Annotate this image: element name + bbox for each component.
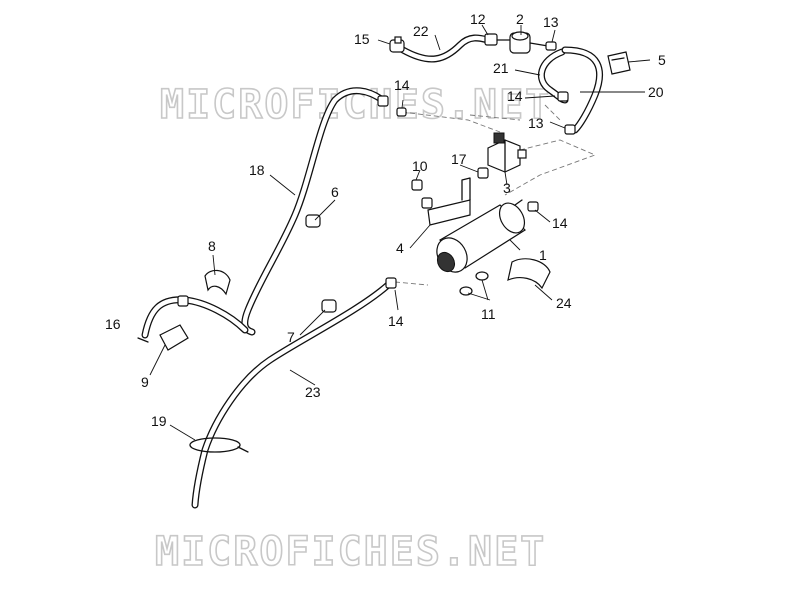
fitting-12	[484, 33, 498, 46]
callout-21: 21	[493, 60, 509, 76]
canister-1	[436, 199, 526, 273]
callout-1: 1	[539, 247, 547, 263]
part-16	[137, 337, 149, 343]
hose-9	[141, 295, 249, 351]
clamp-5	[607, 51, 631, 75]
routing-dash-lines	[394, 104, 597, 286]
callout-19: 19	[151, 413, 167, 429]
callout-14-middle: 14	[507, 88, 523, 104]
hose-23	[191, 277, 397, 509]
callout-20: 20	[648, 84, 664, 100]
callout-18: 18	[249, 162, 265, 178]
clamp-7	[321, 299, 337, 313]
clamp-8	[204, 269, 231, 296]
callout-10: 10	[412, 158, 428, 174]
watermark-bottom: MICROFICHES.NET	[155, 529, 546, 575]
callout-11: 11	[481, 306, 496, 322]
callout-7: 7	[287, 329, 295, 345]
grommet-11	[459, 271, 489, 296]
callout-9: 9	[141, 374, 149, 390]
callouts: 1 2 3 4 5 6 7 8 9 10 11 12 13 13 14 14 1…	[105, 11, 666, 429]
callout-8: 8	[208, 238, 216, 254]
callout-23: 23	[305, 384, 321, 400]
hose-22	[399, 34, 492, 63]
nut-10	[411, 179, 433, 209]
part-17	[477, 167, 489, 179]
callout-13-lower: 13	[528, 115, 544, 131]
clamp-15	[389, 36, 405, 53]
connector-14-right	[527, 201, 539, 212]
callout-12: 12	[470, 11, 486, 27]
callout-3: 3	[503, 180, 511, 196]
fitting-13-lower	[564, 124, 576, 135]
callout-2: 2	[516, 11, 524, 27]
band-24	[507, 258, 551, 290]
leader-lines	[149, 24, 651, 441]
tie-19	[189, 437, 249, 453]
bracket-4	[427, 177, 471, 226]
callout-16: 16	[105, 316, 121, 332]
valve-2	[496, 31, 549, 54]
solenoid-3	[487, 132, 527, 173]
callout-5: 5	[658, 52, 666, 68]
callout-14-bottom: 14	[388, 313, 404, 329]
callout-17: 17	[451, 151, 467, 167]
callout-15: 15	[354, 31, 370, 47]
callout-22: 22	[413, 23, 429, 39]
callout-13-top: 13	[543, 14, 559, 30]
callout-4: 4	[396, 240, 404, 256]
hose-18	[241, 87, 389, 336]
callout-14-right: 14	[552, 215, 568, 231]
fitting-13-top	[545, 41, 557, 51]
connector-14-top	[396, 91, 569, 117]
callout-6: 6	[331, 184, 339, 200]
callout-24: 24	[556, 295, 572, 311]
callout-14-top: 14	[394, 77, 410, 93]
